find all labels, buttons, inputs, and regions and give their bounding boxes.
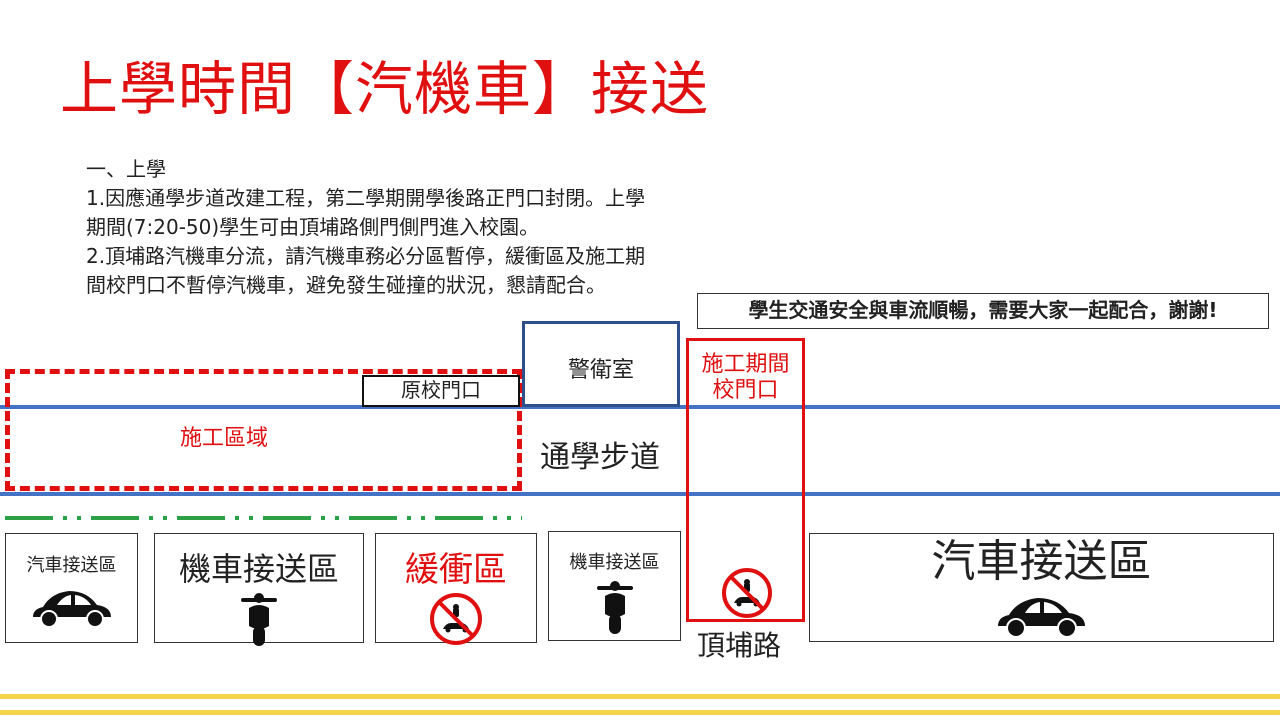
intro-line: 1.因應通學步道改建工程，第二學期開學後路正門口封閉。上學 (86, 186, 646, 210)
bottom-stripe (0, 694, 1280, 699)
zone-label: 緩衝區 (405, 550, 507, 590)
walkway-bottom-line (0, 492, 1280, 496)
temporary-gate-label-line: 校門口 (712, 378, 779, 403)
car-icon (32, 591, 111, 628)
construction-area-label: 施工區域 (180, 426, 269, 451)
walkway-label: 通學步道 (540, 440, 660, 475)
page-title: 上學時間【汽機車】接送 (60, 55, 710, 123)
intro-text: 一、上學 1.因應通學步道改建工程，第二學期開學後路正門口封閉。上學 期間(7:… (86, 155, 776, 300)
intro-line: 間校門口不暫停汽機車，避免發生碰撞的狀況，懇請配合。 (86, 273, 606, 297)
no-vehicle-icon (722, 568, 772, 618)
bottom-stripe (0, 710, 1280, 715)
walkway-top-line (0, 405, 1280, 409)
road-label: 頂埔路 (697, 629, 782, 662)
zone-label: 機車接送區 (569, 552, 660, 573)
zone-scooter-left: 機車接送區 (154, 533, 364, 646)
guard-room-box: 警衛室 (522, 321, 680, 407)
no-vehicle-icon (430, 593, 482, 645)
temporary-gate-label-line: 施工期間 (701, 352, 790, 377)
notice-box: 學生交通安全與車流順暢，需要大家一起配合，謝謝! (697, 293, 1269, 329)
zone-car-right: 汽車接送區 (809, 533, 1274, 642)
buffer-line (5, 516, 522, 520)
zone-buffer: 緩衝區 (375, 533, 537, 645)
construction-area-box (5, 369, 522, 491)
car-icon (997, 598, 1085, 638)
intro-heading: 一、上學 (86, 157, 166, 181)
intro-line: 2.頂埔路汽機車分流，請汽機車務必分區暫停，緩衝區及施工期 (86, 244, 646, 268)
zone-label: 機車接送區 (178, 550, 339, 588)
temporary-gate-box (686, 338, 805, 622)
zone-scooter-right: 機車接送區 (548, 531, 681, 641)
zone-label: 汽車接送區 (931, 536, 1152, 587)
scooter-icon (596, 581, 633, 634)
scooter-icon (241, 593, 277, 646)
zone-car-left: 汽車接送區 (5, 533, 138, 643)
intro-line: 期間(7:20-50)學生可由頂埔路側門側門進入校園。 (86, 215, 540, 239)
zone-label: 汽車接送區 (26, 555, 117, 576)
old-gate-box: 原校門口 (362, 375, 520, 407)
temporary-gate-label: 施工期間 校門口 (686, 352, 805, 404)
